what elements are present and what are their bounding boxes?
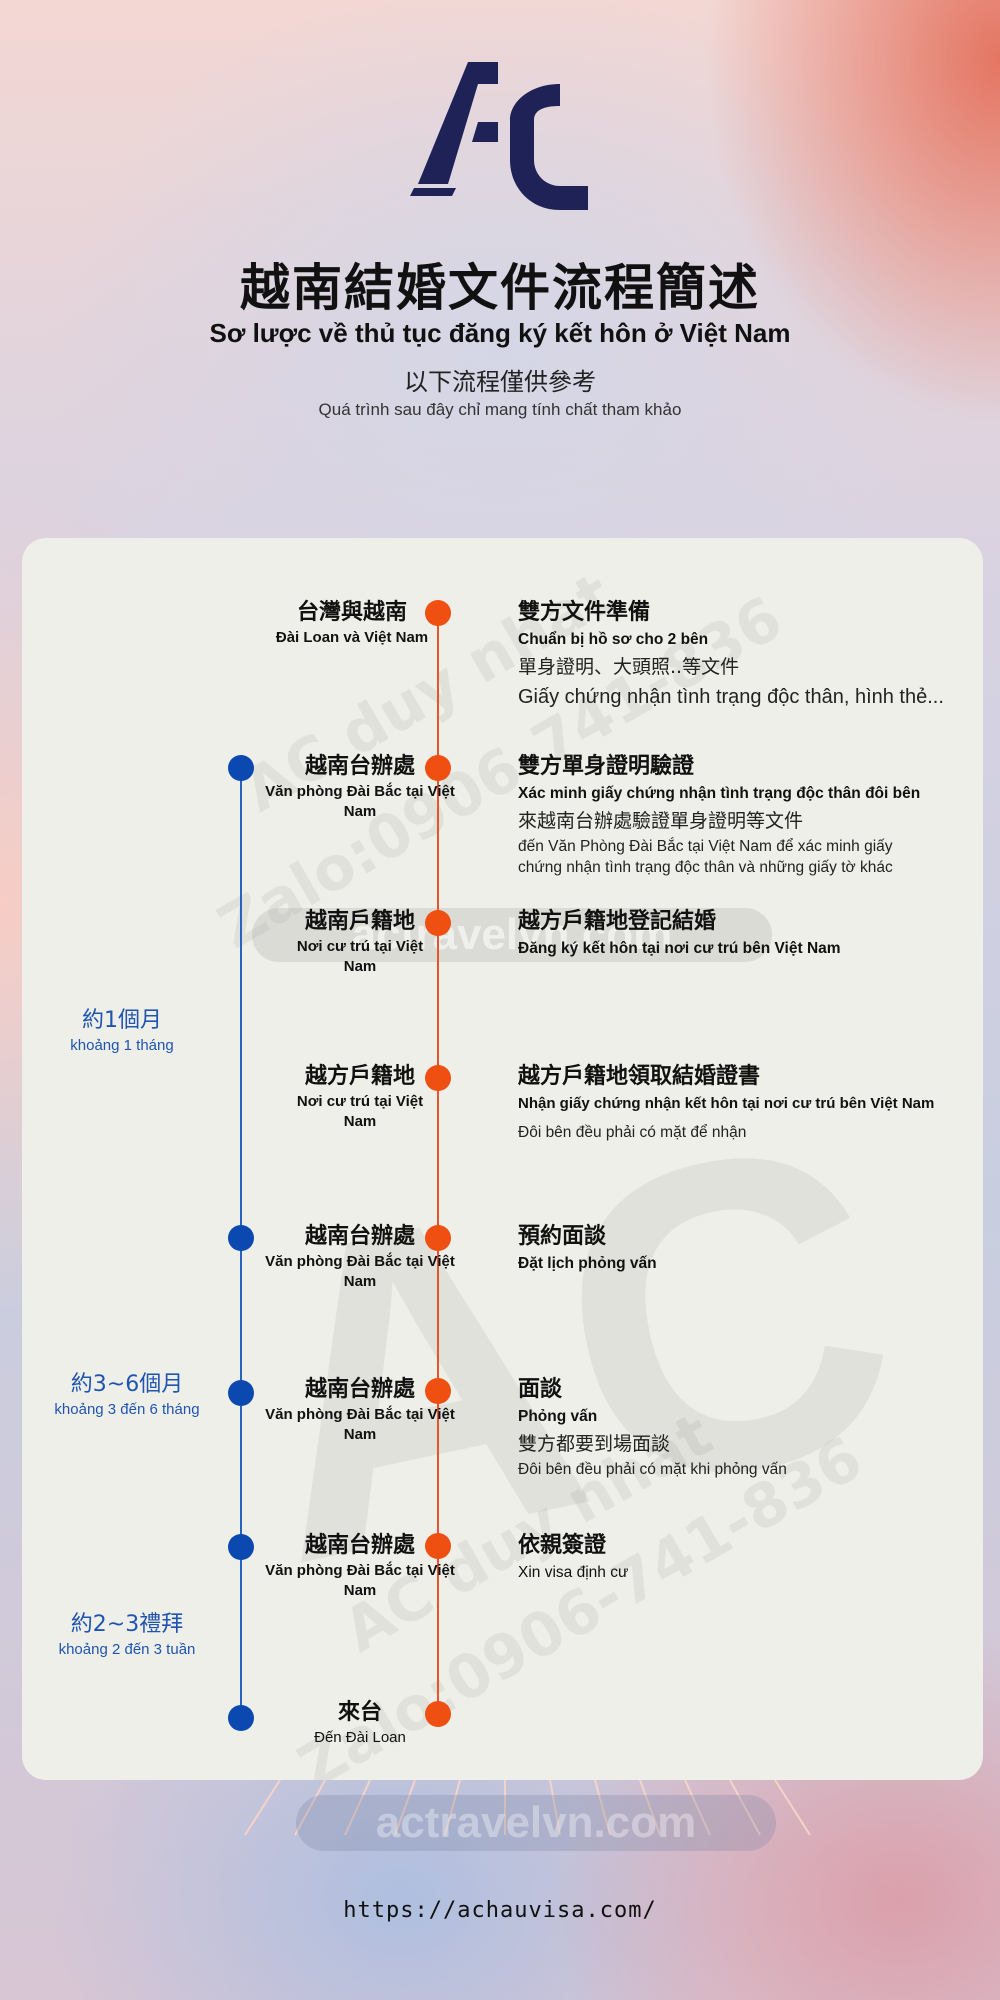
reference-note-vi: Quá trình sau đây chỉ mang tính chất tha… — [318, 400, 682, 419]
website-link[interactable]: https://achauvisa.com/ — [343, 1898, 657, 1923]
step-location: 越南台辦處 Văn phòng Đài Bắc tại Việt Nam — [265, 1533, 455, 1599]
reference-note: 以下流程僅供參考 — [404, 368, 596, 396]
step-dot — [425, 755, 451, 781]
process-line — [437, 613, 439, 1723]
step-dot — [425, 910, 451, 936]
timeline-card: AC AC duy nhat Zalo:0906-741-836 actrave… — [22, 538, 983, 1780]
step-dot — [425, 1533, 451, 1559]
page-title: 越南結婚文件流程簡述 — [240, 259, 760, 317]
duration-dot — [228, 1705, 254, 1731]
step-description: 面談 Phỏng vấn 雙方都要到場面談 Đôi bên đều phải c… — [518, 1377, 787, 1478]
step-description: 越方戶籍地登記結婚 Đăng ký kết hôn tại nơi cư trú… — [518, 909, 841, 957]
step-description: 依親簽證 Xin visa định cư — [518, 1533, 629, 1581]
page-subtitle: Sơ lược về thủ tục đăng ký kết hôn ở Việ… — [209, 318, 791, 348]
duration-dot — [228, 1380, 254, 1406]
step-location: 來台 Đến Đài Loan — [314, 1700, 406, 1746]
step-dot — [425, 1378, 451, 1404]
step-location: 越南台辦處 Văn phòng Đài Bắc tại Việt Nam — [265, 1377, 455, 1443]
duration-dot — [228, 1534, 254, 1560]
step-location: 越南戶籍地 Nơi cư trú tại Việt Nam — [296, 909, 424, 975]
step-description: 雙方單身證明驗證 Xác minh giấy chứng nhận tình t… — [518, 754, 921, 876]
step-description: 越方戶籍地領取結婚證書 Nhận giấy chứng nhận kết hôn… — [518, 1064, 935, 1141]
duration-dot — [228, 755, 254, 781]
step-description: 雙方文件準備 Chuẩn bị hồ sơ cho 2 bên 單身證明、大頭照… — [518, 600, 944, 708]
step-location: 越南台辦處 Văn phòng Đài Bắc tại Việt Nam — [265, 1224, 455, 1290]
step-description: 預約面談 Đặt lịch phỏng vấn — [518, 1224, 657, 1272]
ac-logo-icon — [410, 62, 588, 210]
duration-dot — [228, 1225, 254, 1251]
step-dot — [425, 1065, 451, 1091]
duration-label: 約2~3禮拜 khoảng 2 đến 3 tuần — [58, 1612, 196, 1658]
step-dot — [425, 1225, 451, 1251]
duration-label: 約1個月 khoảng 1 tháng — [70, 1008, 174, 1054]
step-location: 台灣與越南 Đài Loan và Việt Nam — [275, 600, 429, 646]
step-location: 越南台辦處 Văn phòng Đài Bắc tại Việt Nam — [265, 754, 455, 820]
decorative-rays — [244, 1780, 811, 1836]
footer-watermark: actravelvn.com — [296, 1795, 776, 1851]
step-dot — [425, 1701, 451, 1727]
step-dot — [425, 600, 451, 626]
step-location: 越方戶籍地 Nơi cư trú tại Việt Nam — [296, 1064, 424, 1130]
duration-label: 約3~6個月 khoảng 3 đến 6 tháng — [54, 1372, 200, 1418]
